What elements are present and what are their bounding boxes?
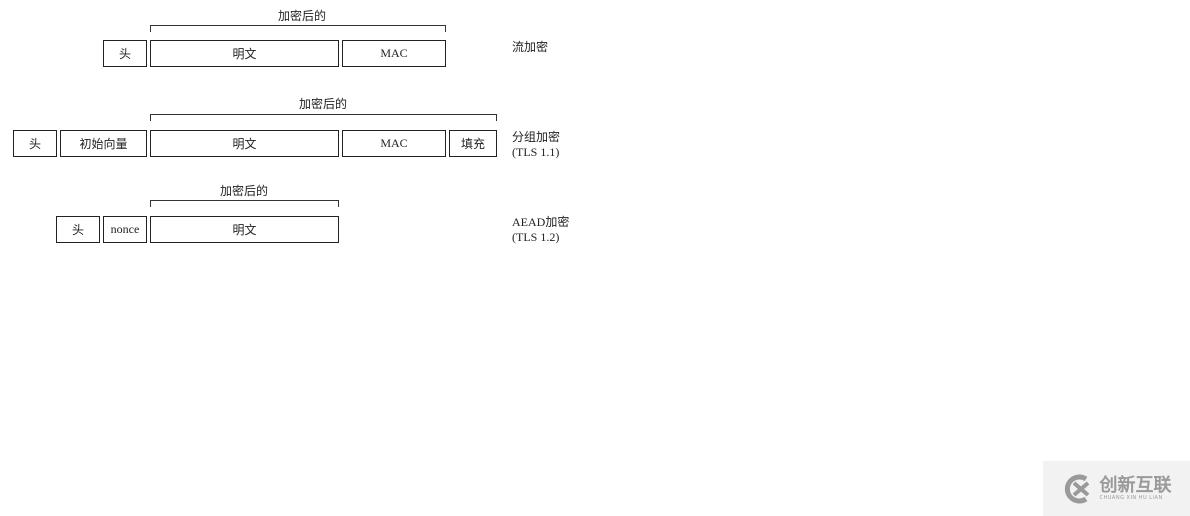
mode-label: 流加密 (512, 40, 548, 55)
field-nonce: nonce (103, 216, 147, 243)
mode-label: AEAD加密(TLS 1.2) (512, 215, 569, 245)
mode-version: (TLS 1.2) (512, 230, 560, 244)
field-iv: 初始向量 (60, 130, 147, 157)
watermark-pinyin: CHUANG XIN HU LIAN (1099, 494, 1163, 501)
encrypted-label: 加密后的 (277, 9, 327, 23)
field-padding: 填充 (449, 130, 497, 157)
encrypted-label: 加密后的 (219, 184, 269, 198)
field-header: 头 (56, 216, 100, 243)
mode-version: (TLS 1.1) (512, 145, 560, 159)
mode-label: 分组加密(TLS 1.1) (512, 130, 560, 160)
encrypted-bracket (150, 200, 339, 207)
mode-name: 分组加密 (512, 130, 561, 144)
watermark-logo: 创新互联 CHUANG XIN HU LIAN (1043, 461, 1190, 516)
encrypted-bracket (150, 114, 497, 121)
field-header: 头 (13, 130, 57, 157)
field-plaintext: 明文 (150, 216, 339, 243)
mode-name: 流加密 (512, 40, 549, 54)
field-mac: MAC (342, 40, 446, 67)
watermark-name: 创新互联 (1099, 474, 1172, 496)
logo-icon (1064, 474, 1089, 503)
field-plaintext: 明文 (150, 130, 339, 157)
encrypted-label: 加密后的 (298, 97, 348, 111)
field-header: 头 (103, 40, 147, 67)
mode-name: AEAD加密 (512, 215, 570, 229)
encrypted-bracket (150, 25, 446, 32)
field-mac: MAC (342, 130, 446, 157)
field-plaintext: 明文 (150, 40, 339, 67)
